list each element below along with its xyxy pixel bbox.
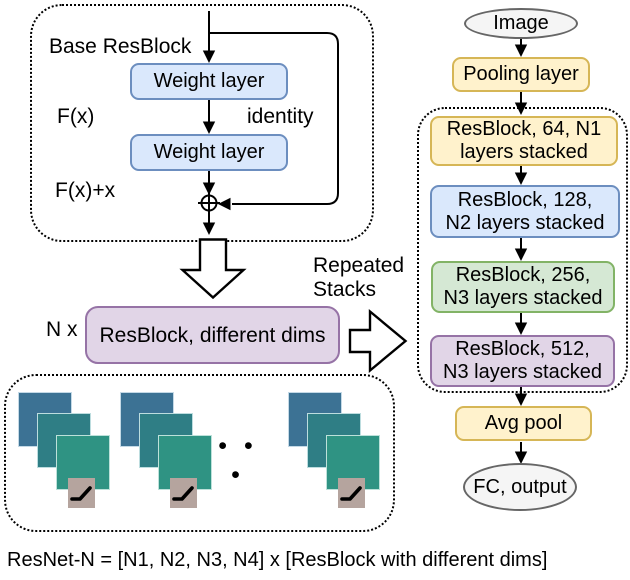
feature-map-stack-1 [18, 392, 113, 510]
n-times-label: N x [46, 318, 78, 341]
feature-stacks-container [4, 374, 395, 532]
resblock-64-line1: ResBlock, 64, N1 [446, 118, 602, 140]
resblock-128-line2: N2 layers stacked [445, 211, 605, 234]
relu-icon [70, 486, 92, 501]
resblock-512-box: ResBlock, 512, N3 layers stacked [430, 335, 615, 387]
relu-tile [68, 478, 95, 508]
repeated-stacks-line2: Stacks [313, 278, 377, 301]
input-image-node: Image [464, 8, 578, 39]
plus-circle-icon [198, 192, 220, 214]
repeated-stacks-line1: Repeated [313, 254, 405, 277]
feature-map-stack-2 [120, 392, 215, 510]
resblock-64-box: ResBlock, 64, N1 layers stacked [430, 116, 618, 166]
relu-tile [338, 478, 365, 508]
fx-label: F(x) [57, 105, 95, 128]
input-arrow [202, 11, 216, 63]
resblock-512-line1: ResBlock, 512, [455, 338, 590, 360]
identity-label: identity [247, 105, 314, 128]
fc-output-node: FC, output [463, 463, 577, 511]
resblock-64-line2: layers stacked [460, 141, 588, 163]
sum-out-arrow [202, 214, 216, 235]
avg-pool-box: Avg pool [455, 406, 592, 441]
resblock-128-box: ResBlock, 128, N2 layers stacked [430, 185, 620, 238]
resblock-256-line1: ResBlock, 256, [455, 264, 591, 286]
pooling-layer-box: Pooling layer [452, 57, 590, 92]
weight-layer-2-box: Weight layer [130, 134, 288, 171]
resblock-256-line2: N3 layers stacked [443, 287, 603, 309]
right-block-arrow [348, 308, 408, 374]
base-resblock-title: Base ResBlock [49, 35, 192, 58]
repeated-stacks-label: Repeated Stacks [313, 254, 404, 302]
feature-map-stack-3 [288, 392, 383, 510]
resblock-512-line2: N3 layers stacked [443, 361, 602, 383]
formula-caption: ResNet-N = [N1, N2, N3, N4] x [ResBlock … [7, 549, 548, 571]
weight-layer-1-box: Weight layer [130, 63, 288, 100]
stacks-ellipsis: • • • [218, 432, 258, 489]
fx-plus-x-label: F(x)+x [55, 179, 116, 202]
resblock-generic-box: ResBlock, different dims [85, 306, 340, 364]
down-block-arrow [179, 238, 247, 300]
resblock-128-line1: ResBlock, 128, [457, 188, 593, 211]
identity-skip-path [209, 32, 339, 211]
relu-icon [340, 486, 362, 501]
relu-icon [172, 486, 194, 501]
sum-in-arrow [202, 171, 216, 195]
resblock-256-box: ResBlock, 256, N3 layers stacked [431, 261, 615, 313]
weight-layer-arrow [202, 100, 216, 134]
relu-tile [170, 478, 197, 508]
pipeline-arrows [514, 39, 528, 464]
